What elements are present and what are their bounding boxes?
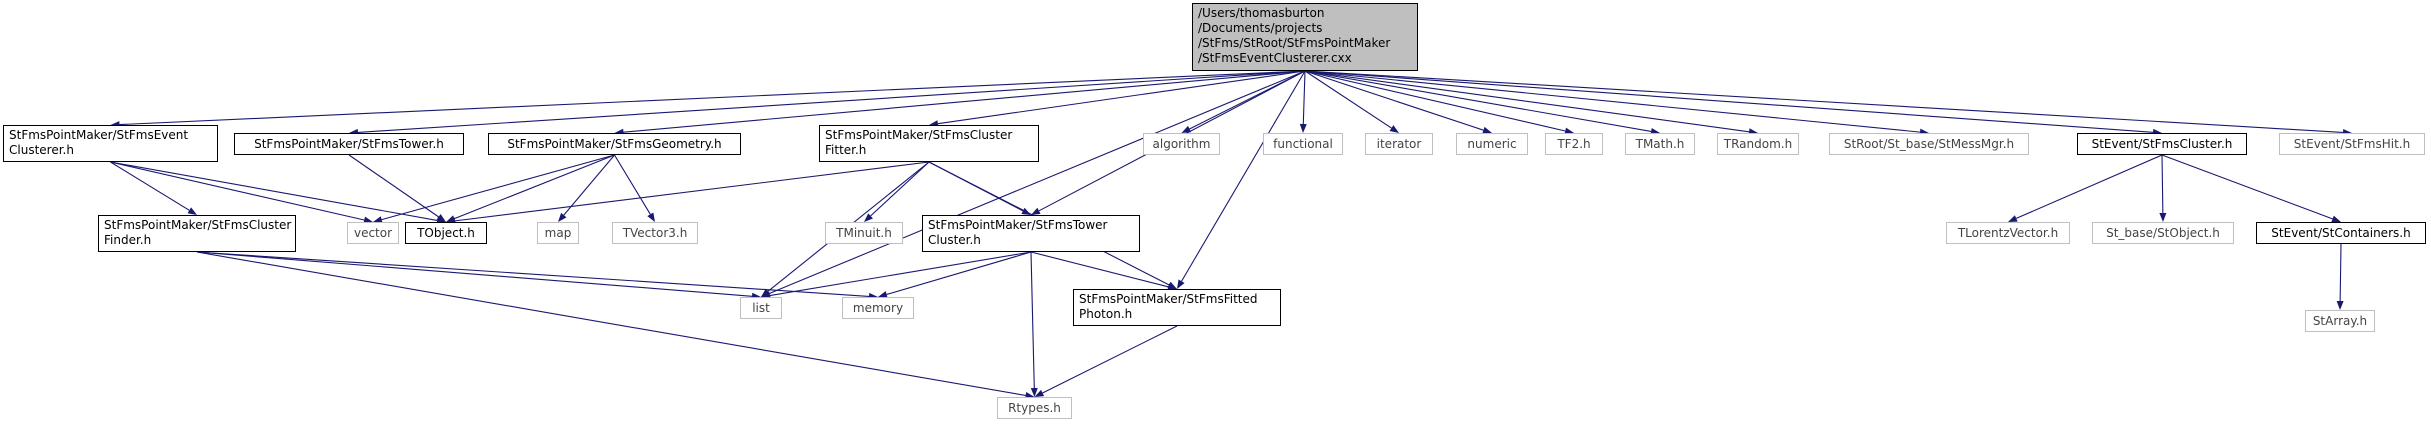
header-node-functional[interactable]: functional	[1263, 133, 1343, 155]
header-node-tminuit[interactable]: TMinuit.h	[825, 222, 903, 244]
arrowhead-root-to-tf2	[1564, 127, 1574, 135]
arrowhead-tower_cluster_h-to-rtypes	[1030, 387, 1038, 397]
edge-root-to-messmgr	[1304, 70, 1921, 133]
header-node-numeric[interactable]: numeric	[1456, 133, 1528, 155]
edge-event_clusterer_h-to-tobject	[110, 161, 438, 221]
edge-cluster_fitter_h-to-tminuit	[870, 161, 930, 217]
edge-cluster_finder_h-to-list	[196, 251, 753, 297]
arrowhead-root-to-tower_cluster_h	[1031, 207, 1041, 215]
header-node-stevent-stcontainers[interactable]: StEvent/StContainers.h	[2256, 222, 2426, 244]
header-node-map[interactable]: map	[537, 222, 579, 244]
arrowhead-tower_cluster_h-to-fitted_photon_h	[1167, 283, 1177, 291]
arrowhead-geometry_h-to-map	[558, 212, 567, 222]
edge-root-to-list	[769, 70, 1306, 295]
arrowhead-cluster_fitter_h-to-list	[761, 288, 771, 297]
header-node-tvector3[interactable]: TVector3.h	[612, 222, 698, 244]
arrowhead-root-to-iterator	[1389, 125, 1399, 133]
edge-root-to-fitted_photon_h	[1181, 70, 1306, 282]
edge-geometry_h-to-map	[563, 154, 615, 216]
edge-root-to-stevent_cluster	[1304, 70, 2154, 133]
edge-root-to-cluster_fitter_h	[937, 70, 1306, 125]
arrowhead-stevent_cluster-to-stobject	[2159, 212, 2167, 222]
header-node-tf2[interactable]: TF2.h	[1545, 133, 1603, 155]
header-node-trandom[interactable]: TRandom.h	[1717, 133, 1799, 155]
edge-root-to-tower_h	[357, 70, 1306, 133]
edge-root-to-geometry_h	[623, 70, 1306, 133]
arrowhead-root-to-functional	[1299, 123, 1307, 133]
header-node-memory[interactable]: memory	[842, 297, 914, 319]
edge-root-to-trandom	[1304, 70, 1750, 133]
header-node-iterator[interactable]: iterator	[1365, 133, 1433, 155]
header-node-stfmsgeometry[interactable]: StFmsPointMaker/StFmsGeometry.h	[488, 133, 741, 155]
header-node-tlorentzvector[interactable]: TLorentzVector.h	[1946, 222, 2070, 244]
header-node-stevent-stfmshit[interactable]: StEvent/StFmsHit.h	[2279, 133, 2425, 155]
arrowhead-event_clusterer_h-to-vector	[363, 216, 373, 224]
header-node-algorithm[interactable]: algorithm	[1143, 133, 1220, 155]
edge-stevent_cluster-to-tlorentz	[2016, 154, 2163, 219]
arrowhead-tower_h-to-tobject	[436, 214, 446, 222]
header-node-stevent-stfmscluster[interactable]: StEvent/StFmsCluster.h	[2077, 133, 2247, 155]
header-node-tmath[interactable]: TMath.h	[1625, 133, 1695, 155]
edge-root-to-stevent_hit	[1304, 70, 2344, 134]
arrowhead-tower_cluster_h-to-memory	[878, 291, 888, 298]
root-file-node: /Users/thomasburton/Documents/projects/S…	[1192, 3, 1418, 71]
edge-root-to-functional	[1302, 70, 1306, 125]
edge-root-to-numeric	[1304, 70, 1484, 131]
header-node-stfmstower[interactable]: StFmsPointMaker/StFmsTower.h	[234, 133, 464, 155]
edge-stevent_cluster-to-stcontainers	[2161, 154, 2333, 220]
edge-geometry_h-to-tvector3	[614, 154, 651, 215]
arrowhead-cluster_fitter_h-to-tminuit	[864, 213, 873, 222]
edge-stcontainers-to-starray	[2339, 243, 2342, 302]
edge-root-to-tmath	[1304, 70, 1652, 132]
header-node-list[interactable]: list	[740, 297, 782, 319]
edge-root-to-algorithm	[1189, 70, 1306, 130]
edge-geometry_h-to-tobject	[454, 154, 615, 220]
edge-root-to-event_clusterer_h	[119, 70, 1306, 126]
header-node-starray[interactable]: StArray.h	[2305, 310, 2375, 332]
arrowhead-geometry_h-to-vector	[373, 216, 383, 223]
edge-cluster_finder_h-to-memory	[196, 251, 870, 297]
header-node-rtypes[interactable]: Rtypes.h	[997, 397, 1072, 419]
edge-tower_cluster_h-to-fitted_photon_h	[1030, 251, 1169, 288]
edge-fitted_photon_h-to-rtypes	[1042, 325, 1178, 394]
edge-tower_cluster_h-to-rtypes	[1030, 251, 1035, 389]
arrowhead-geometry_h-to-tvector3	[647, 212, 655, 222]
edge-tower_h-to-tobject	[348, 154, 439, 218]
edge-tower_cluster_h-to-memory	[886, 251, 1032, 295]
edge-event_clusterer_h-to-vector	[110, 161, 365, 221]
arrowhead-stevent_cluster-to-stcontainers	[2331, 215, 2341, 223]
arrowhead-fitted_photon_h-to-rtypes	[1034, 389, 1045, 397]
header-node-st-base-stobject[interactable]: St_base/StObject.h	[2092, 222, 2234, 244]
edge-cluster_fitter_h-to-tobject	[454, 161, 930, 222]
header-node-vector[interactable]: vector	[347, 222, 399, 244]
header-node-tobject[interactable]: TObject.h	[405, 222, 487, 244]
edge-root-to-tf2	[1304, 70, 1566, 132]
arrowhead-root-to-numeric	[1482, 126, 1492, 134]
arrowhead-stcontainers-to-starray	[2336, 300, 2344, 310]
arrowhead-event_clusterer_h-to-cluster_finder_h	[187, 207, 197, 215]
edge-event_clusterer_h-to-cluster_finder_h	[110, 161, 190, 211]
edge-stevent_cluster-to-stobject	[2161, 154, 2164, 214]
edge-cluster_finder_h-to-rtypes	[196, 251, 1026, 397]
edge-geometry_h-to-vector	[381, 154, 615, 221]
edge-root-to-iterator	[1304, 70, 1392, 129]
header-node-stmessmgr[interactable]: StRoot/St_base/StMessMgr.h	[1829, 133, 2029, 155]
arrowhead-stevent_cluster-to-tlorentz	[2008, 215, 2018, 222]
arrowhead-root-to-algorithm	[1181, 125, 1192, 133]
edge-tower_cluster_h-to-list	[769, 251, 1032, 297]
arrowhead-root-to-fitted_photon_h	[1177, 279, 1185, 289]
